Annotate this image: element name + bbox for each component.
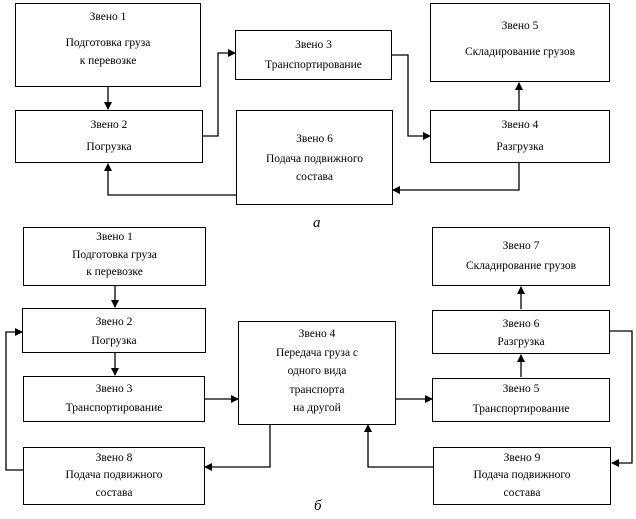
b-link-1-title: Звено 1 <box>96 231 133 243</box>
arrow-a-4-to-6 <box>392 163 520 194</box>
b-link-4-title: Звено 4 <box>298 328 336 340</box>
arrow-b-6-to-9 <box>610 330 633 467</box>
a-link-1-title: Звено 1 <box>89 11 127 23</box>
b-link-1-line2: к перевозке <box>86 266 143 278</box>
b-link-7-title: Звено 7 <box>502 240 540 252</box>
b-link-6-title: Звено 6 <box>502 318 540 330</box>
a-link-5-line1: Складирование грузов <box>465 46 575 58</box>
a-link-6-line2: состава <box>296 171 333 183</box>
a-link-3-line1: Транспортирование <box>265 59 362 71</box>
a-link-5-title: Звено 5 <box>501 20 539 32</box>
b-link-8-line1: Подача подвижного <box>65 469 163 481</box>
b-link-9-box: Звено 9 Подача подвижного состава <box>433 447 611 505</box>
b-link-4-line4: на другой <box>293 402 341 414</box>
a-link-6-line1: Подача подвижного <box>265 153 364 165</box>
b-link-4-box: Звено 4 Передача груза с одного вида тра… <box>238 321 396 425</box>
b-link-4-line1: Передача груза с <box>275 347 359 359</box>
b-link-9-line2: состава <box>503 487 541 499</box>
b-link-5-line1: Транспортирование <box>472 403 570 415</box>
a-link-1-line2: к перевозке <box>79 55 137 67</box>
arrow-b-4-to-8 <box>204 425 271 471</box>
a-link-2-box: Звено 2 Погрузка <box>15 110 203 163</box>
arrow-b-8-to-2 <box>5 328 23 471</box>
a-link-3-box: Звено 3 Транспортирование <box>235 30 392 80</box>
a-link-1-line1: Подготовка груза <box>65 37 151 49</box>
b-link-5-box: Звено 5 Транспортирование <box>432 378 610 422</box>
b-link-9-line1: Подача подвижного <box>473 469 571 481</box>
b-link-5-title: Звено 5 <box>502 383 540 395</box>
a-link-3-title: Звено 3 <box>295 39 332 51</box>
arrow-b-9-to-4 <box>364 424 433 468</box>
a-link-6-box: Звено 6 Подача подвижного состава <box>236 110 393 205</box>
b-link-8-title: Звено 8 <box>95 452 133 464</box>
b-link-2-title: Звено 2 <box>95 316 133 328</box>
b-link-3-line1: Транспортирование <box>65 402 163 414</box>
b-link-4-line3: транспорта <box>289 384 345 396</box>
b-link-8-box: Звено 8 Подача подвижного состава <box>23 447 205 505</box>
a-link-4-title: Звено 4 <box>501 119 539 131</box>
arrow-a-2-to-3 <box>202 49 236 137</box>
b-link-7-line1: Складирование грузов <box>466 260 576 272</box>
a-link-6-title: Звено 6 <box>296 133 333 145</box>
a-link-1-box: Звено 1 Подготовка груза к перевозке <box>15 3 201 87</box>
b-link-9-title: Звено 9 <box>503 452 541 464</box>
a-link-4-line1: Разгрузка <box>496 141 544 153</box>
b-link-6-line1: Разгрузка <box>497 336 545 348</box>
b-link-2-box: Звено 2 Погрузка <box>22 308 206 353</box>
caption-a: а <box>313 215 321 231</box>
b-link-2-line1: Погрузка <box>91 335 137 347</box>
arrow-a-3-to-4 <box>391 54 431 140</box>
a-link-2-line1: Погрузка <box>86 141 132 153</box>
b-link-1-line1: Подготовка груза <box>72 249 157 261</box>
a-link-2-title: Звено 2 <box>90 119 128 131</box>
caption-b: б <box>314 498 322 514</box>
b-link-6-box: Звено 6 Разгрузка <box>432 310 610 354</box>
a-link-4-box: Звено 4 Разгрузка <box>430 110 610 163</box>
a-link-5-box: Звено 5 Складирование грузов <box>430 3 610 82</box>
arrow-a-6-to-2 <box>104 163 236 196</box>
b-link-3-title: Звено 3 <box>95 383 133 395</box>
b-link-1-box: Звено 1 Подготовка груза к перевозке <box>23 227 206 286</box>
b-link-3-box: Звено 3 Транспортирование <box>23 376 205 422</box>
b-link-4-line2: одного вида <box>287 365 347 377</box>
b-link-7-box: Звено 7 Складирование грузов <box>432 227 610 286</box>
b-link-8-line2: состава <box>95 487 133 499</box>
